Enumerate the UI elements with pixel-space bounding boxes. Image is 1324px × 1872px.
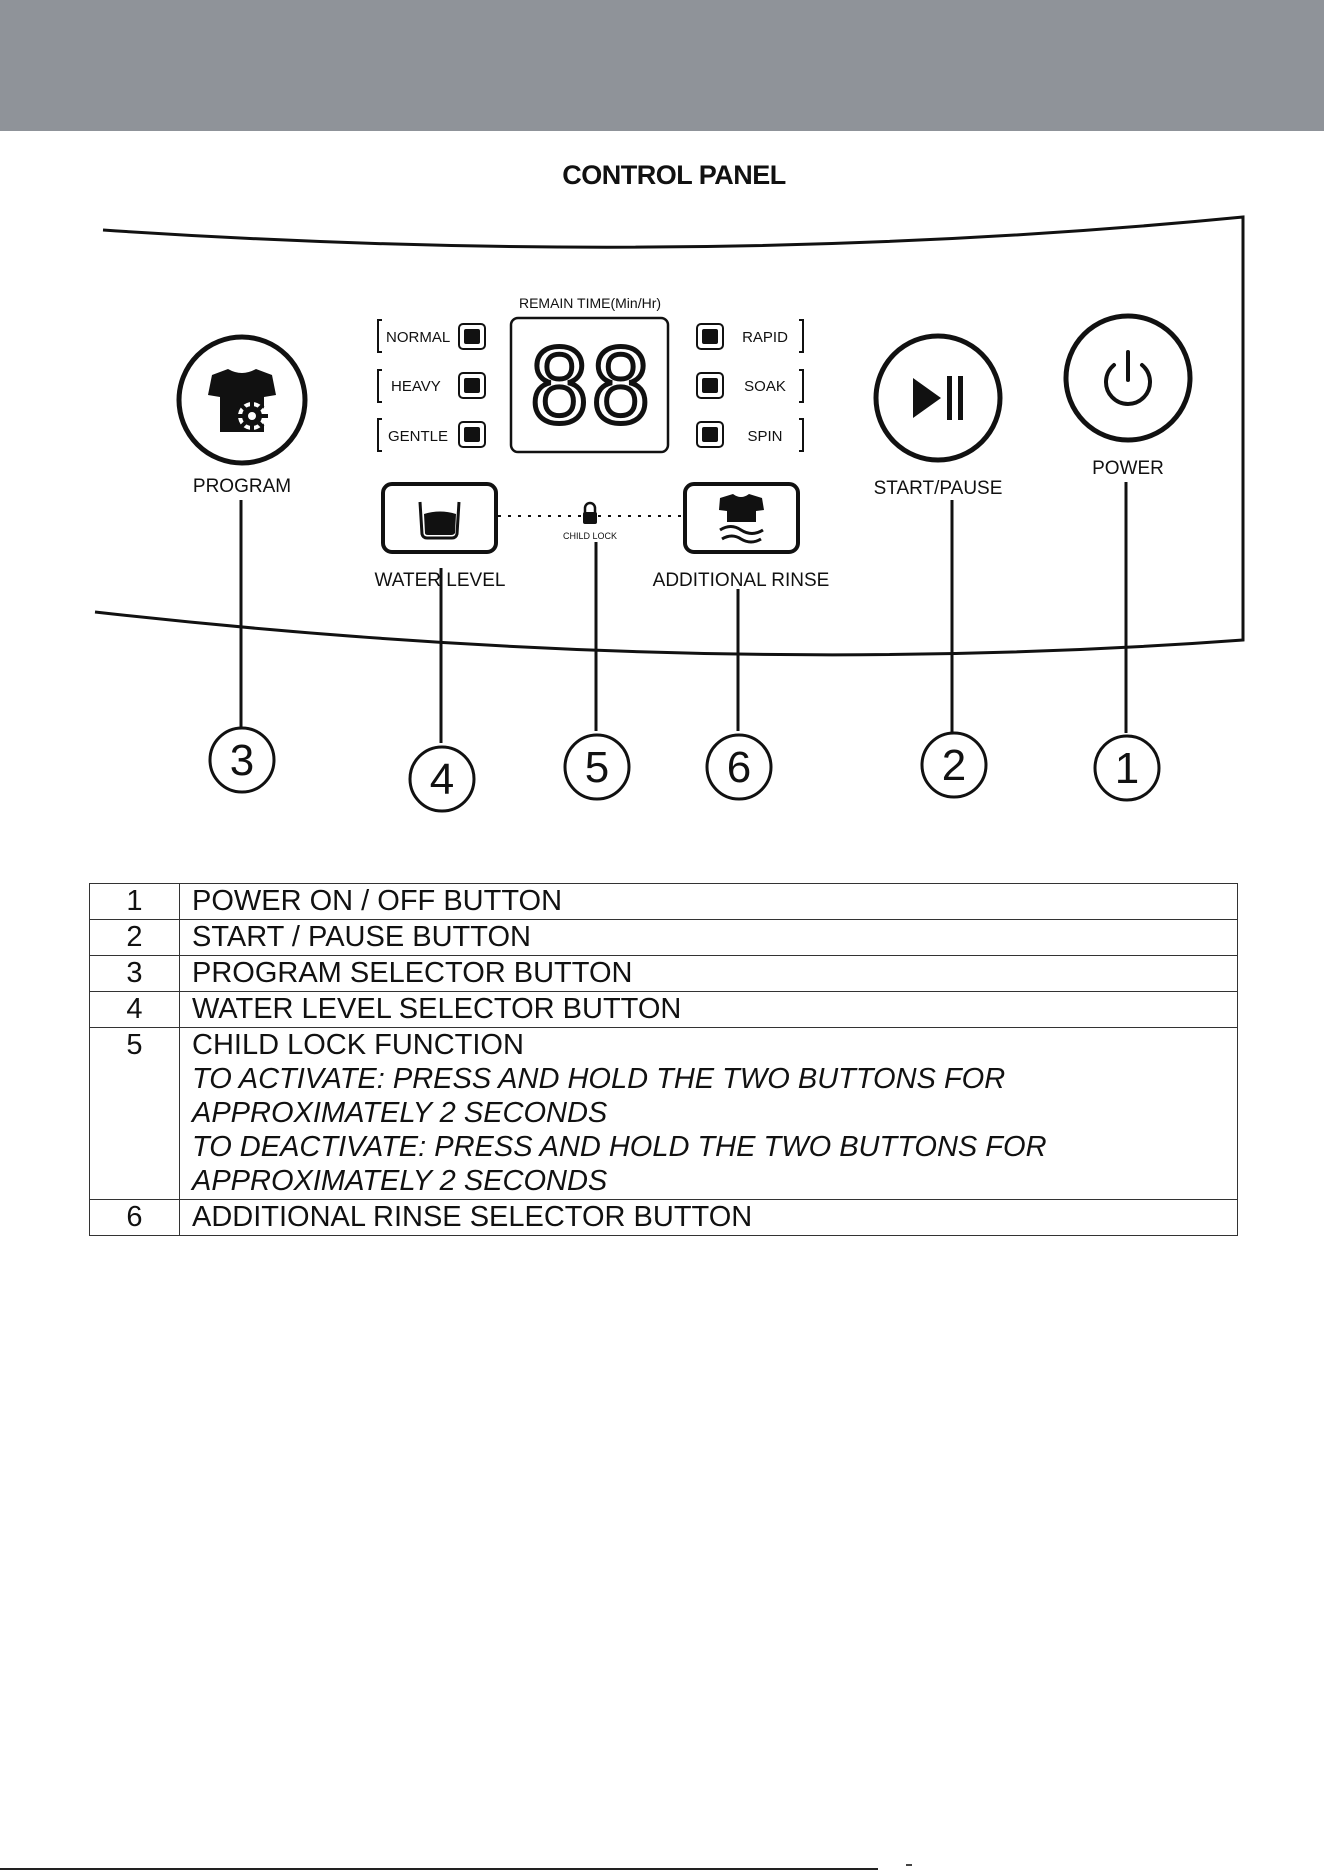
deactivate-note-cont: APPROXIMATELY 2 SECONDS xyxy=(192,1165,608,1197)
water-level-button[interactable] xyxy=(381,482,498,554)
play-pause-icon xyxy=(913,376,963,420)
table-row: 1 POWER ON / OFF BUTTON xyxy=(89,883,1238,920)
row-number: 4 xyxy=(89,991,180,1028)
program-label: PROGRAM xyxy=(193,476,291,497)
table-row: 4 WATER LEVEL SELECTOR BUTTON xyxy=(89,991,1238,1028)
program-spin-label: SPIN xyxy=(747,428,782,445)
time-display xyxy=(509,316,670,454)
activate-note-cont: APPROXIMATELY 2 SECONDS xyxy=(192,1097,608,1129)
program-soak-label: SOAK xyxy=(744,378,786,395)
start-pause-label: START/PAUSE xyxy=(874,478,1003,499)
callout-5: 5 xyxy=(563,733,631,801)
row-number: 6 xyxy=(89,1199,180,1236)
row-description: WATER LEVEL SELECTOR BUTTON xyxy=(179,991,1238,1028)
panel-outline xyxy=(94,215,1245,657)
table-row: 5 CHILD LOCK FUNCTION TO ACTIVATE: PRESS… xyxy=(89,1027,1238,1200)
lock-icon xyxy=(583,501,597,524)
row-description: ADDITIONAL RINSE SELECTOR BUTTON xyxy=(179,1199,1238,1236)
row-number: 1 xyxy=(89,883,180,920)
svg-text:4: 4 xyxy=(430,755,454,804)
table-row: 2 START / PAUSE BUTTON xyxy=(89,919,1238,956)
svg-text:2: 2 xyxy=(942,741,966,790)
program-gentle-label: GENTLE xyxy=(388,428,448,445)
display-digits: 88 xyxy=(529,328,652,447)
callout-6: 6 xyxy=(705,733,773,801)
start-pause-button[interactable] xyxy=(873,333,1003,463)
table-row: 6 ADDITIONAL RINSE SELECTOR BUTTON xyxy=(89,1199,1238,1236)
row-description: CHILD LOCK FUNCTION TO ACTIVATE: PRESS A… xyxy=(179,1027,1238,1200)
header-band xyxy=(0,0,1324,131)
program-indicators-left: NORMAL HEAVY GENTLE xyxy=(377,319,486,452)
callout-2: 2 xyxy=(920,731,988,799)
svg-text:6: 6 xyxy=(727,743,751,792)
svg-text:3: 3 xyxy=(230,736,254,785)
program-normal-label: NORMAL xyxy=(386,329,450,346)
row-number: 5 xyxy=(89,1027,180,1200)
leader-lines xyxy=(239,482,1128,743)
control-panel-diagram: PROGRAM NORMAL HEAVY GENTLE REMAIN TIME(… xyxy=(94,215,1245,813)
svg-text:1: 1 xyxy=(1115,744,1139,793)
row-description: PROGRAM SELECTOR BUTTON xyxy=(179,955,1238,992)
row-description: POWER ON / OFF BUTTON xyxy=(179,883,1238,920)
footer-rule xyxy=(0,1868,878,1870)
program-rapid-label: RAPID xyxy=(742,329,788,346)
power-icon xyxy=(1104,350,1152,406)
row-description: START / PAUSE BUTTON xyxy=(179,919,1238,956)
callout-3: 3 xyxy=(208,726,276,794)
row-number: 2 xyxy=(89,919,180,956)
program-indicators-right: RAPID SOAK SPIN xyxy=(696,319,804,452)
child-lock-label: CHILD LOCK xyxy=(563,531,617,541)
power-label: POWER xyxy=(1092,458,1164,479)
deactivate-note: TO DEACTIVATE: PRESS AND HOLD THE TWO BU… xyxy=(192,1131,1047,1163)
program-button[interactable] xyxy=(176,334,308,466)
activate-note: TO ACTIVATE: PRESS AND HOLD THE TWO BUTT… xyxy=(192,1063,1006,1095)
page-title: CONTROL PANEL xyxy=(562,160,786,190)
rinse-icon xyxy=(719,494,764,544)
table-row: 3 PROGRAM SELECTOR BUTTON xyxy=(89,955,1238,992)
legend-table: 1 POWER ON / OFF BUTTON 2 START / PAUSE … xyxy=(89,883,1238,1236)
water-level-icon xyxy=(418,501,461,540)
additional-rinse-label: ADDITIONAL RINSE xyxy=(653,570,830,591)
program-heavy-label: HEAVY xyxy=(391,378,441,395)
footer-mark xyxy=(906,1864,912,1866)
additional-rinse-button[interactable] xyxy=(683,482,800,554)
callout-1: 1 xyxy=(1093,734,1161,802)
svg-text:5: 5 xyxy=(585,743,609,792)
program-icon xyxy=(208,369,276,432)
row-number: 3 xyxy=(89,955,180,992)
remain-time-label: REMAIN TIME(Min/Hr) xyxy=(519,295,661,311)
power-button[interactable] xyxy=(1063,313,1193,443)
callout-4: 4 xyxy=(408,745,476,813)
